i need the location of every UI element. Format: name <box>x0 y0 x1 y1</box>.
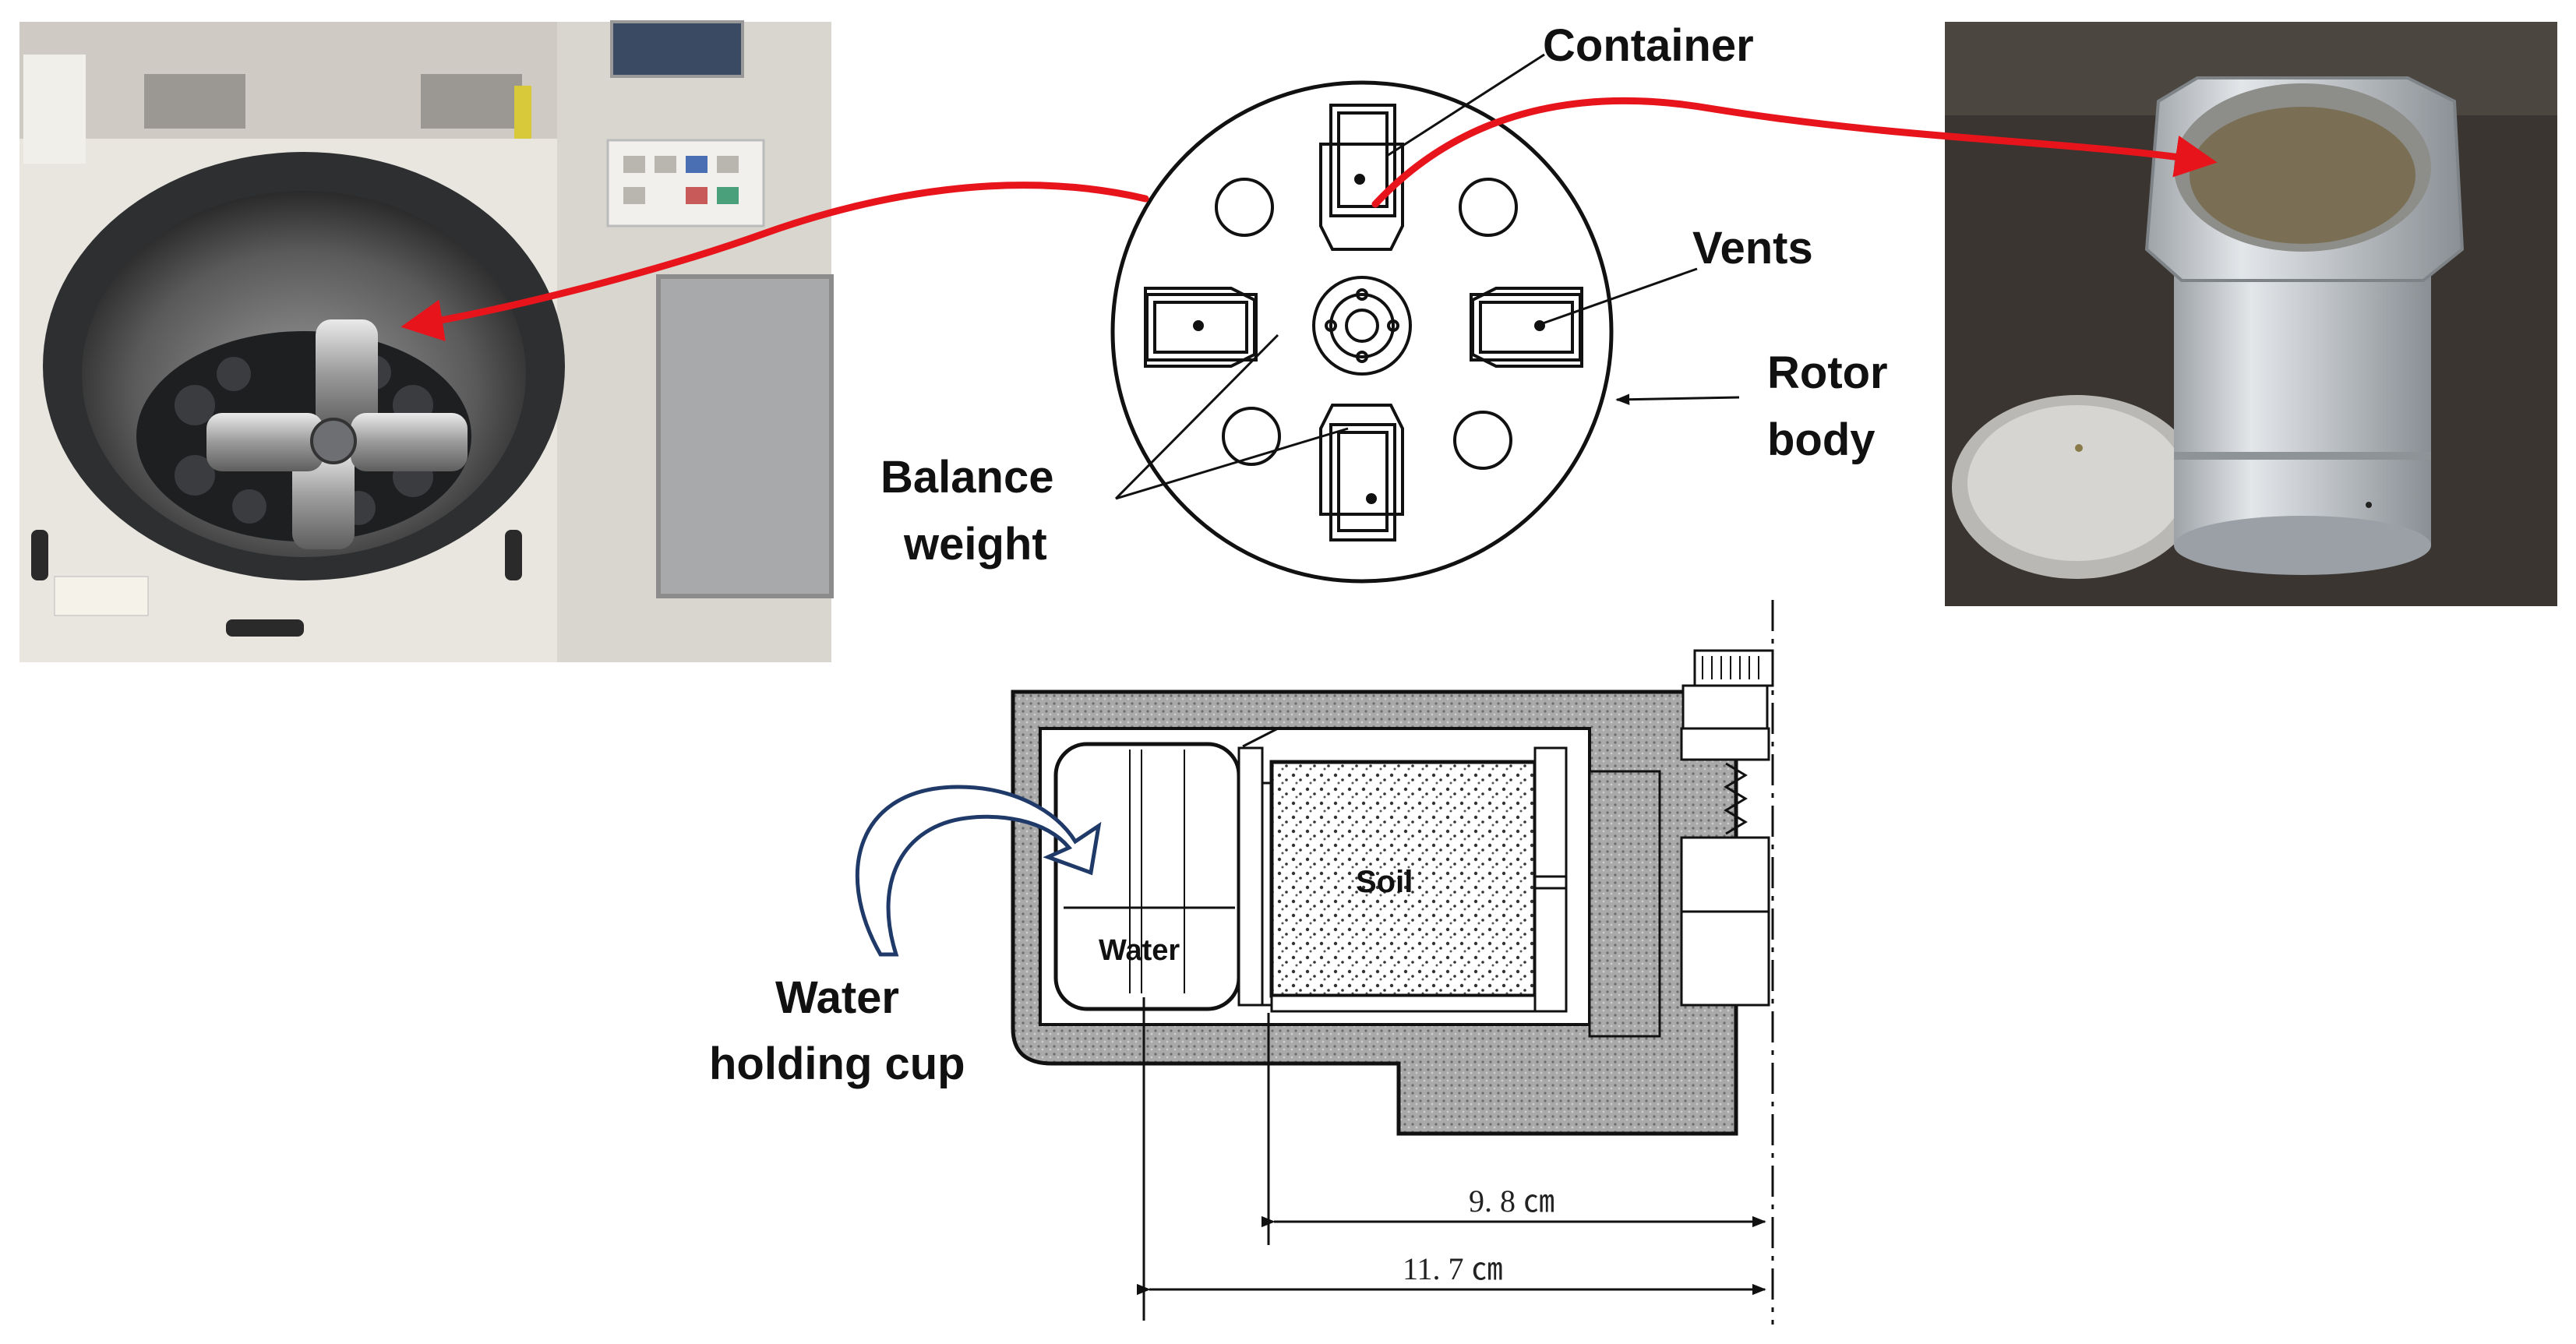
dimension-outer-label: 11. 7 ㎝ <box>1403 1251 1503 1286</box>
soil-label: Soil <box>1356 865 1413 899</box>
water-holding-cup-label-line1: Water <box>775 972 899 1023</box>
arrow-to-container <box>1371 97 2218 208</box>
container-label: Container <box>1543 20 1754 71</box>
water-holding-cup-label-line2: holding cup <box>709 1039 965 1089</box>
arrow-to-centrifuge <box>401 182 1149 341</box>
cross-section-diagram <box>1011 600 1774 1325</box>
rotor-top-view <box>1110 80 1614 584</box>
container-slot-right <box>1470 287 1583 368</box>
container-photo <box>1945 22 2557 606</box>
red-connector-arrows <box>401 97 2218 341</box>
water-inflow-arrow <box>856 785 1102 957</box>
keypad-icon <box>623 156 739 204</box>
rotor-leader-lines <box>1114 53 1740 500</box>
container-slot-bottom <box>1319 404 1404 541</box>
balance-weight-label-line2: weight <box>903 519 1047 570</box>
rotor-body-circle <box>1110 80 1614 584</box>
dimension-inner-label: 9. 8 ㎝ <box>1469 1183 1554 1219</box>
vent-icon <box>1215 178 1274 237</box>
container-slot-left <box>1144 287 1258 368</box>
vent-icon <box>1453 411 1512 470</box>
rotor-body-label-line1: Rotor <box>1767 347 1888 398</box>
vent-icon <box>1459 178 1518 237</box>
rotor-body-label-line2: body <box>1767 414 1876 465</box>
balance-weight-label-line1: Balance <box>880 452 1053 503</box>
vents-label: Vents <box>1692 223 1813 273</box>
vent-icon <box>1222 407 1281 466</box>
centrifuge-photo <box>19 20 834 662</box>
container-slot-top <box>1319 104 1404 251</box>
water-label: Water <box>1099 934 1180 967</box>
